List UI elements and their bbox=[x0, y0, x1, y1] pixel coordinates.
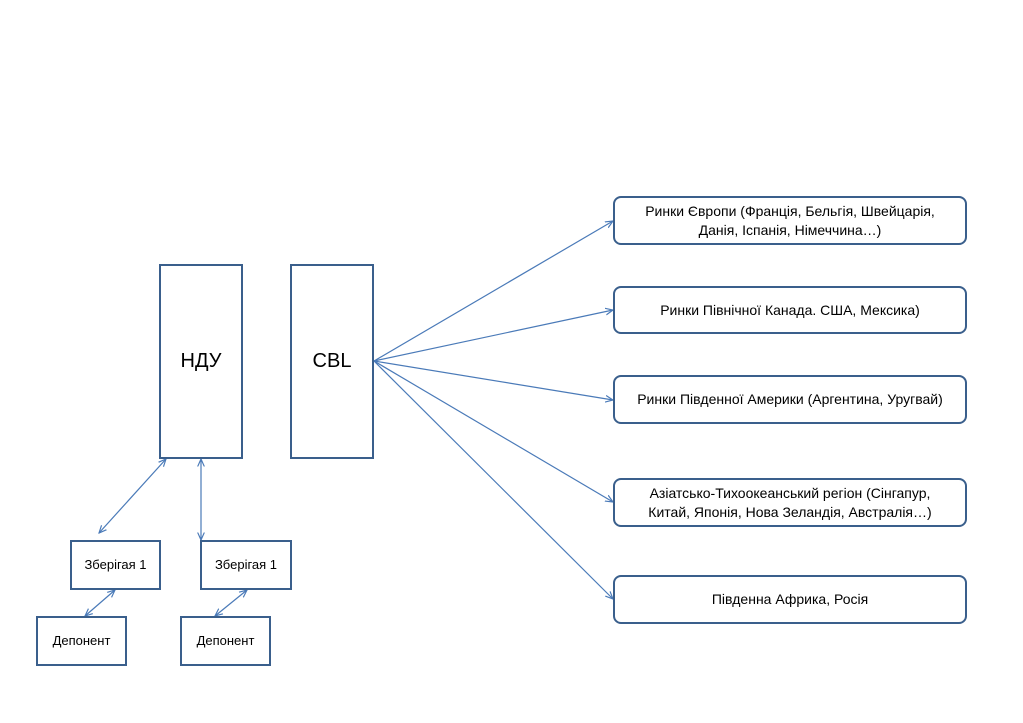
depositor-2-label: Депонент bbox=[196, 633, 255, 649]
arrow-cbl-to-north-america bbox=[373, 310, 613, 362]
custodian-2-label: Зберігая 1 bbox=[214, 557, 278, 573]
depositor-1-label: Депонент bbox=[52, 633, 111, 649]
market-south-america-label: Ринки Південної Америки (Аргентина, Уруг… bbox=[637, 391, 943, 408]
market-north-america: Ринки Північної Канада. США, Мексика) bbox=[613, 286, 967, 334]
market-north-america-label: Ринки Північної Канада. США, Мексика) bbox=[660, 301, 920, 318]
custodian-1-node: Зберігая 1 bbox=[70, 540, 161, 590]
ndu-label: НДУ bbox=[180, 350, 222, 372]
market-south-america: Ринки Південної Америки (Аргентина, Уруг… bbox=[613, 375, 967, 424]
custodian-1-label: Зберігая 1 bbox=[84, 557, 147, 573]
depositor-2-node: Депонент bbox=[180, 616, 271, 666]
arrow-cbl-to-asia-pacific bbox=[373, 360, 613, 502]
market-europe: Ринки Європи (Франція, Бельгія, Швейцарі… bbox=[613, 196, 967, 245]
arrow-cbl-to-south-africa-russia bbox=[373, 360, 613, 599]
market-south-africa-russia-label: Південна Африка, Росія bbox=[711, 591, 869, 608]
arrow-custodian-1-depositor-1 bbox=[85, 590, 115, 616]
arrow-cbl-to-europe bbox=[373, 221, 613, 362]
cbl-label: CBL bbox=[312, 350, 352, 372]
cbl-node: CBL bbox=[290, 264, 374, 459]
custodian-2-node: Зберігая 1 bbox=[200, 540, 292, 590]
depositor-1-node: Депонент bbox=[36, 616, 127, 666]
arrow-custodian-2-depositor-2 bbox=[215, 590, 247, 616]
market-asia-pacific-label: Азіатсько-Тихоокеанський регіон (Сінгапу… bbox=[648, 484, 932, 520]
ndu-node: НДУ bbox=[159, 264, 243, 459]
arrow-ndu-custodian-1 bbox=[99, 459, 166, 533]
arrow-cbl-to-south-america bbox=[373, 360, 613, 400]
market-europe-label: Ринки Європи (Франція, Бельгія, Швейцарі… bbox=[645, 202, 935, 238]
market-south-africa-russia: Південна Африка, Росія bbox=[613, 575, 967, 624]
market-asia-pacific: Азіатсько-Тихоокеанський регіон (Сінгапу… bbox=[613, 478, 967, 527]
